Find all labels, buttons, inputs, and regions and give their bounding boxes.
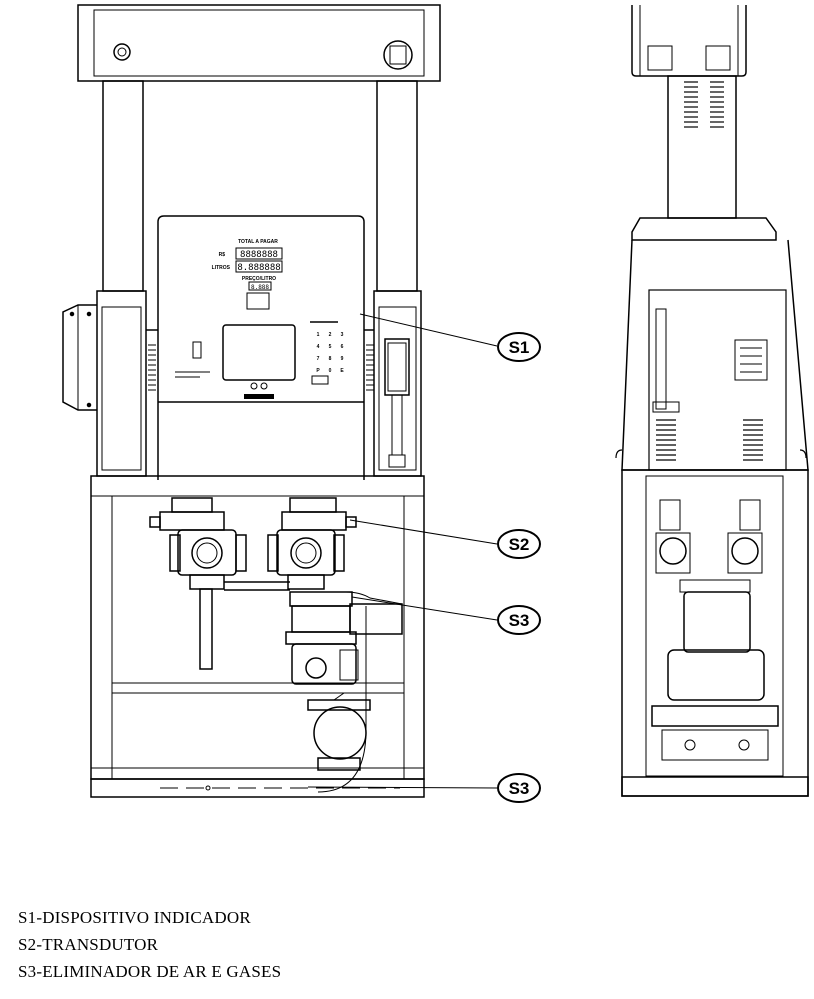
legend-item-s3: S3-ELIMINADOR DE AR E GASES [18,962,282,981]
keypad-key: 3 [341,332,344,338]
side-column [667,75,737,219]
side-canopy [631,5,747,77]
display-row2-prefix: LITROS [212,265,231,271]
callout-s3-upper-label: S3 [509,611,530,630]
legend-item-s2: S2-TRANSDUTOR [18,935,159,954]
display-housing [146,215,374,480]
callout-s1: S1 [497,332,541,362]
keypad-key: 1 [317,332,320,338]
display-title: TOTAL A PAGAR [238,239,278,245]
display-row1-value: 8888888 [240,250,278,260]
keypad-key: 2 [329,332,332,338]
keypad-key: 7 [317,356,320,362]
front-canopy [77,4,441,82]
keypad-key: 9 [341,356,344,362]
unit-price-value: 8.888 [251,284,269,291]
display-row1-prefix: R$ [219,252,226,258]
callout-s3-lower-label: S3 [509,779,530,798]
side-cabinet [621,469,809,797]
legend-item-s1: S1-DISPOSITIVO INDICADOR [18,908,251,927]
front-meter-right [224,497,357,591]
front-screen [175,324,296,399]
side-view [615,5,809,797]
display-row2-value: 8.888888 [237,263,280,273]
callout-s3-upper: S3 [497,605,541,635]
front-keypad: 1 2 3 4 5 6 7 8 9 P 0 E [310,321,344,385]
callout-leaders [307,313,498,789]
front-motor [307,692,371,771]
callout-s2-label: S2 [509,535,530,554]
keypad-key: 6 [341,344,344,350]
unit-price-label: PREÇO/LITRO [242,276,276,282]
side-head [615,217,809,471]
callout-s1-label: S1 [509,338,530,357]
keypad-key: 4 [317,344,320,350]
front-meter-left [149,497,247,670]
dispenser-technical-drawing: TOTAL A PAGAR R$ 8888888 LITROS 8.888888… [62,4,809,803]
front-pump-unit [285,591,403,793]
keypad-key: P [316,368,320,374]
front-right-nozzle-boot [373,290,422,477]
keypad-key: 8 [329,356,332,362]
callout-s2: S2 [497,529,541,559]
front-display-panel: TOTAL A PAGAR R$ 8888888 LITROS 8.888888… [212,239,283,310]
callout-s3-lower: S3 [497,773,541,803]
front-view: TOTAL A PAGAR R$ 8888888 LITROS 8.888888… [62,4,441,798]
front-left-nozzle-boot [62,290,147,477]
keypad-key: E [340,368,344,374]
keypad-key: 5 [329,344,332,350]
keypad-key: 0 [329,368,332,374]
